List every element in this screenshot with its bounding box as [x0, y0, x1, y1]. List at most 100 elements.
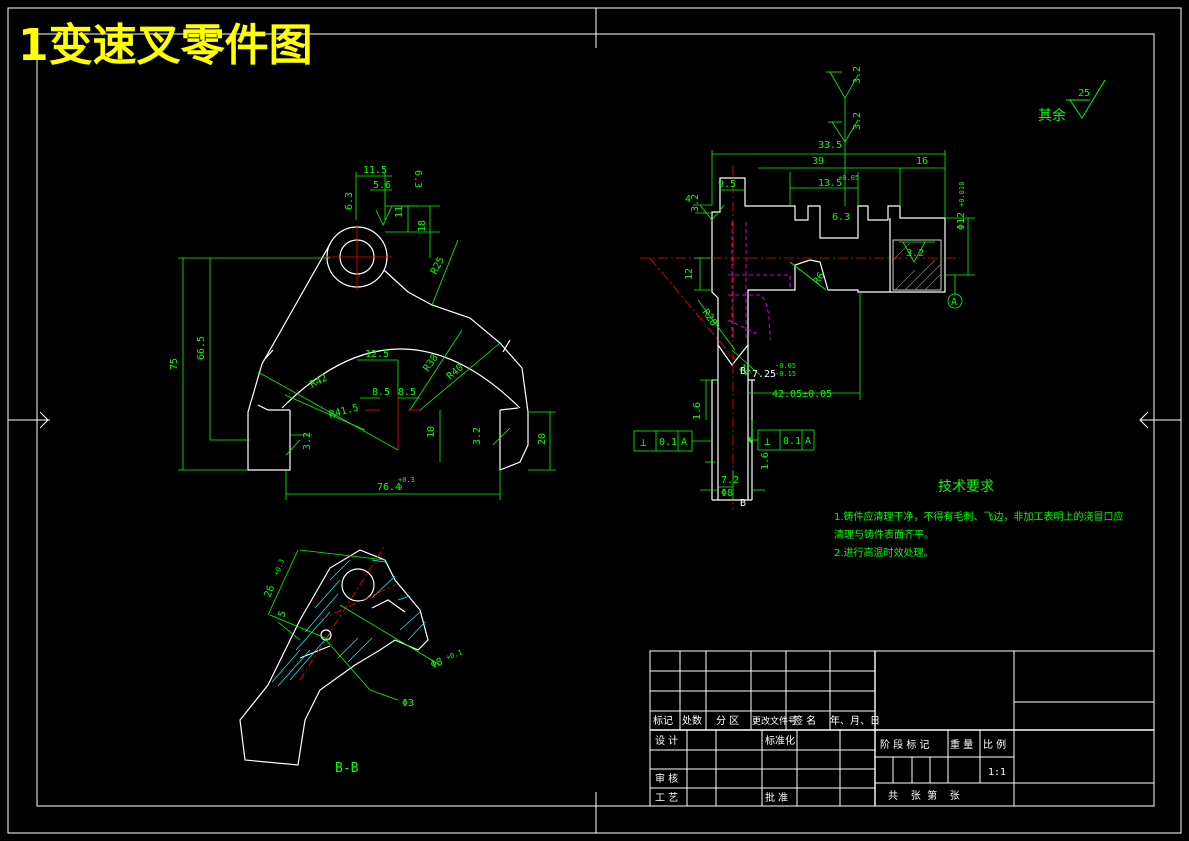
tech-req-title: 技术要求 — [938, 479, 994, 495]
dim-26: 26 — [263, 584, 278, 599]
dim-66-5: 66.5 — [196, 336, 207, 360]
tb-date: 年、月、日 — [830, 714, 880, 727]
rest-finish-label: 其余 — [1038, 107, 1066, 124]
tb-weight: 重 量 — [950, 738, 973, 751]
roughness-3-2-top2: 3.2 — [852, 112, 863, 130]
title-block — [649, 650, 1155, 807]
dim-r38: R38 — [421, 353, 440, 374]
dim-4: 4 — [685, 194, 691, 205]
tol-left-symbol: ⊥ — [640, 436, 647, 449]
tb-approve: 批 准 — [765, 791, 788, 804]
dim-11: 11 — [394, 206, 405, 218]
tb-design: 设 计 — [655, 734, 678, 747]
tb-review: 审 核 — [655, 772, 678, 785]
tol-right-ref: A — [805, 436, 811, 447]
roughness-1-6-left: 1.6 — [692, 402, 703, 420]
dim-r41-5: R41.5 — [328, 402, 360, 420]
dim-phi8: Φ8 — [721, 488, 733, 499]
roughness-6-3: 6.3 — [832, 212, 850, 223]
roughness-1-6-right: 1.6 — [760, 452, 771, 470]
tol-right-value: 0.1 — [783, 436, 801, 447]
dim-7-25-tol-upper: -0.05 — [775, 362, 796, 370]
center-marks — [8, 8, 1181, 833]
dim-7-2: 7.2 — [721, 475, 739, 486]
tol-right-symbol: ⊥ — [764, 435, 771, 448]
roughness-3-2-right: 3.2 — [906, 248, 924, 259]
front-center-lines — [325, 225, 422, 450]
dim-76-4: 76.4 — [377, 482, 401, 493]
side-dim-lines — [633, 71, 975, 500]
roughness-6-3-left: 6.3 — [344, 192, 355, 210]
dim-r6: R6 — [811, 271, 827, 287]
title-block-text: 标记 处数 分 区 更改文件号 签 名 年、月、日 设 计 标准化 阶 段 标 … — [653, 714, 1006, 804]
tol-arrow — [748, 436, 752, 444]
tech-req-line2: 清理与铸件表面齐平。 — [834, 528, 934, 541]
tb-scale: 比 例 — [983, 738, 1006, 751]
roughness-3-2-left: 3.2 — [302, 432, 313, 450]
dim-7-25: 7.25 — [752, 369, 776, 380]
roughness-6-3-top: 6.3 — [412, 170, 423, 188]
roughness-3-2-left: 3.2 — [690, 194, 701, 212]
dim-26-tol: +0.3 — [272, 558, 286, 577]
tb-stage: 阶 段 标 记 — [880, 738, 930, 751]
section-center-lines — [299, 544, 396, 681]
tol-left-value: 0.1 — [659, 437, 677, 448]
drawing-title: 1变速叉零件图 — [18, 20, 313, 71]
tb-zone: 分 区 — [716, 715, 739, 727]
section-label: B-B — [335, 761, 359, 776]
side-center-lines — [640, 165, 960, 510]
section-dim-lines — [267, 549, 441, 701]
roughness-3-2-top: 3.2 — [852, 66, 863, 84]
side-view: 3.2 3.2 33.5 39 16 9.5 4 3.2 13.5 +0.05 … — [633, 66, 975, 510]
inner-frame — [36, 33, 1155, 807]
tech-req-line3: 2.进行高温时效处理。 — [834, 546, 934, 559]
tech-req-line1: 1.铸件应清理干净，不得有毛刺、飞边，非加工表明上的浇冒口应 — [834, 510, 1124, 523]
dim-phi3: Φ3 — [402, 698, 414, 709]
dim-12-5: 12.5 — [365, 349, 389, 360]
section-b-bottom: B — [740, 498, 746, 509]
dim-r20: R20 — [700, 307, 719, 328]
dim-phi12-tol: +0.018 — [958, 182, 966, 207]
section-hatch — [271, 559, 426, 687]
section-b-top: B — [740, 366, 746, 377]
front-view: 11.5 5.6 6.3 6.3 11 18 R25 75 66.5 12.5 … — [169, 165, 556, 500]
dim-8-5-a: 8.5 — [372, 387, 390, 398]
tb-count: 处数 — [682, 714, 702, 727]
roughness-3-2-right: 3.2 — [472, 427, 483, 445]
rest-finish-value: 25 — [1078, 88, 1090, 99]
dim-9-5: 9.5 — [718, 179, 736, 190]
dim-13-5-tol: +0.05 — [838, 174, 859, 182]
tb-scale-value: 1:1 — [988, 767, 1006, 778]
tb-craft: 工 艺 — [655, 792, 678, 804]
dim-42-05: 42.05±0.05 — [772, 389, 832, 400]
tb-doc: 更改文件号 — [752, 715, 797, 727]
dim-76-tol-upper: +0.3 — [398, 476, 415, 484]
tb-sheets: 共 张 第 张 — [888, 789, 960, 802]
section-outline — [239, 549, 429, 766]
dim-11-5: 11.5 — [363, 165, 387, 176]
dim-5: 5 — [277, 609, 289, 619]
dim-75: 75 — [169, 358, 180, 370]
outer-frame — [7, 7, 1182, 834]
dim-76-tol-lower: 0 — [398, 484, 402, 492]
dim-r42: R42 — [308, 372, 329, 390]
side-view-outline — [711, 177, 946, 501]
dim-13-5: 13.5 — [818, 178, 842, 189]
dim-10: 10 — [426, 426, 437, 438]
rest-finish: 其余 25 — [1038, 79, 1106, 124]
front-dim-lines — [178, 172, 556, 500]
datum-a: A — [951, 297, 957, 308]
dim-16: 16 — [916, 156, 928, 167]
dim-phi8: Φ8 — [429, 656, 444, 670]
side-hidden-lines — [727, 222, 791, 341]
tb-mark: 标记 — [653, 715, 673, 727]
dim-5-6: 5.6 — [373, 180, 391, 191]
side-hatch — [892, 239, 942, 291]
tb-standard: 标准化 — [765, 734, 795, 747]
dim-8-5-b: 8.5 — [398, 387, 416, 398]
dim-20: 20 — [537, 433, 548, 445]
dim-39: 39 — [812, 156, 824, 167]
dim-33-5: 33.5 — [818, 140, 842, 151]
dim-phi8-tol: +0.1 — [445, 649, 464, 662]
